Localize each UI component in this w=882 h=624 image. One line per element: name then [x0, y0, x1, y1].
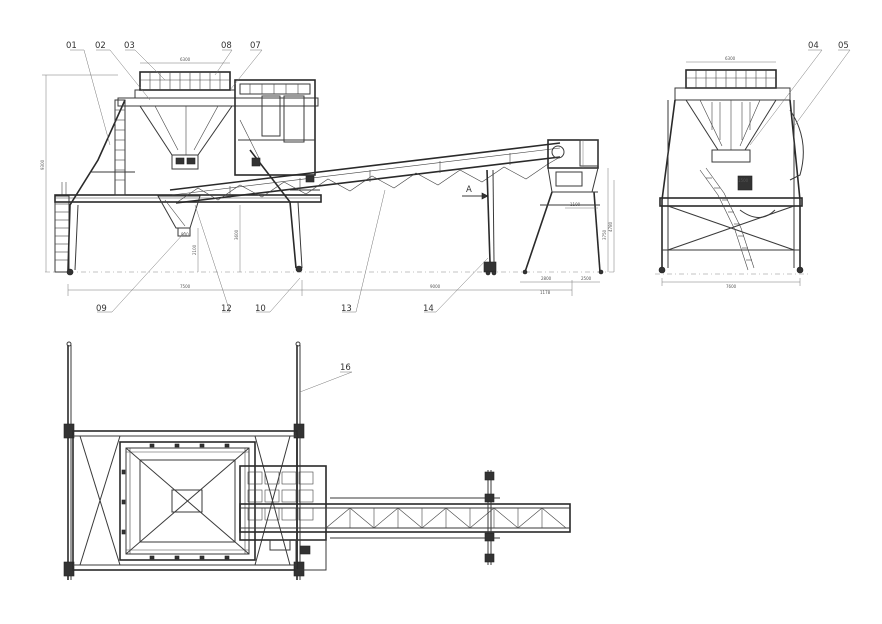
dim-side-top: 6300 — [725, 56, 736, 61]
dim-leg-height: 3600 — [234, 229, 239, 240]
callout-14: 14 — [423, 304, 434, 314]
callout-12: 12 — [221, 304, 232, 314]
callout-07: 07 — [250, 41, 261, 51]
dim-seg-a: 2800 — [541, 276, 552, 281]
dim-top-width: 6300 — [180, 57, 191, 62]
dim-side-base: 7600 — [726, 284, 737, 289]
dim-base-right: 9000 — [430, 284, 441, 289]
plan-view — [63, 341, 571, 580]
dim-pit-depth: 2100 — [192, 244, 197, 255]
dim-base-left: 7500 — [180, 284, 191, 289]
side-elevation-view — [655, 61, 810, 286]
dim-seg-b: 2500 — [581, 276, 592, 281]
view-arrow-label: A — [466, 185, 472, 195]
callout-01: 01 — [66, 41, 77, 51]
dim-side-mid: 1500 — [738, 178, 749, 183]
callout-05: 05 — [838, 41, 849, 51]
dimension-texts: 6300 9300 3600 2100 7500 9000 2800 2500 … — [40, 56, 749, 295]
callout-10: 10 — [255, 304, 266, 314]
callout-04: 04 — [808, 41, 819, 51]
callout-13: 13 — [341, 304, 352, 314]
dim-overall-height: 9300 — [40, 159, 45, 170]
callout-02: 02 — [95, 41, 106, 51]
callout-08: 08 — [221, 41, 232, 51]
front-elevation-view — [42, 62, 615, 296]
callout-labels: 01 02 03 08 07 04 05 09 12 10 13 14 16 A — [66, 41, 849, 373]
dim-conv-w: 1100 — [570, 202, 581, 207]
dim-conv-h1: 3750 — [602, 229, 607, 240]
dim-seg-c: 1178 — [540, 290, 551, 295]
callout-09: 09 — [96, 304, 107, 314]
callout-16: 16 — [340, 363, 351, 373]
dim-conv-h2: 4780 — [608, 221, 613, 232]
dim-small: 800 — [181, 232, 189, 237]
callout-03: 03 — [124, 41, 135, 51]
